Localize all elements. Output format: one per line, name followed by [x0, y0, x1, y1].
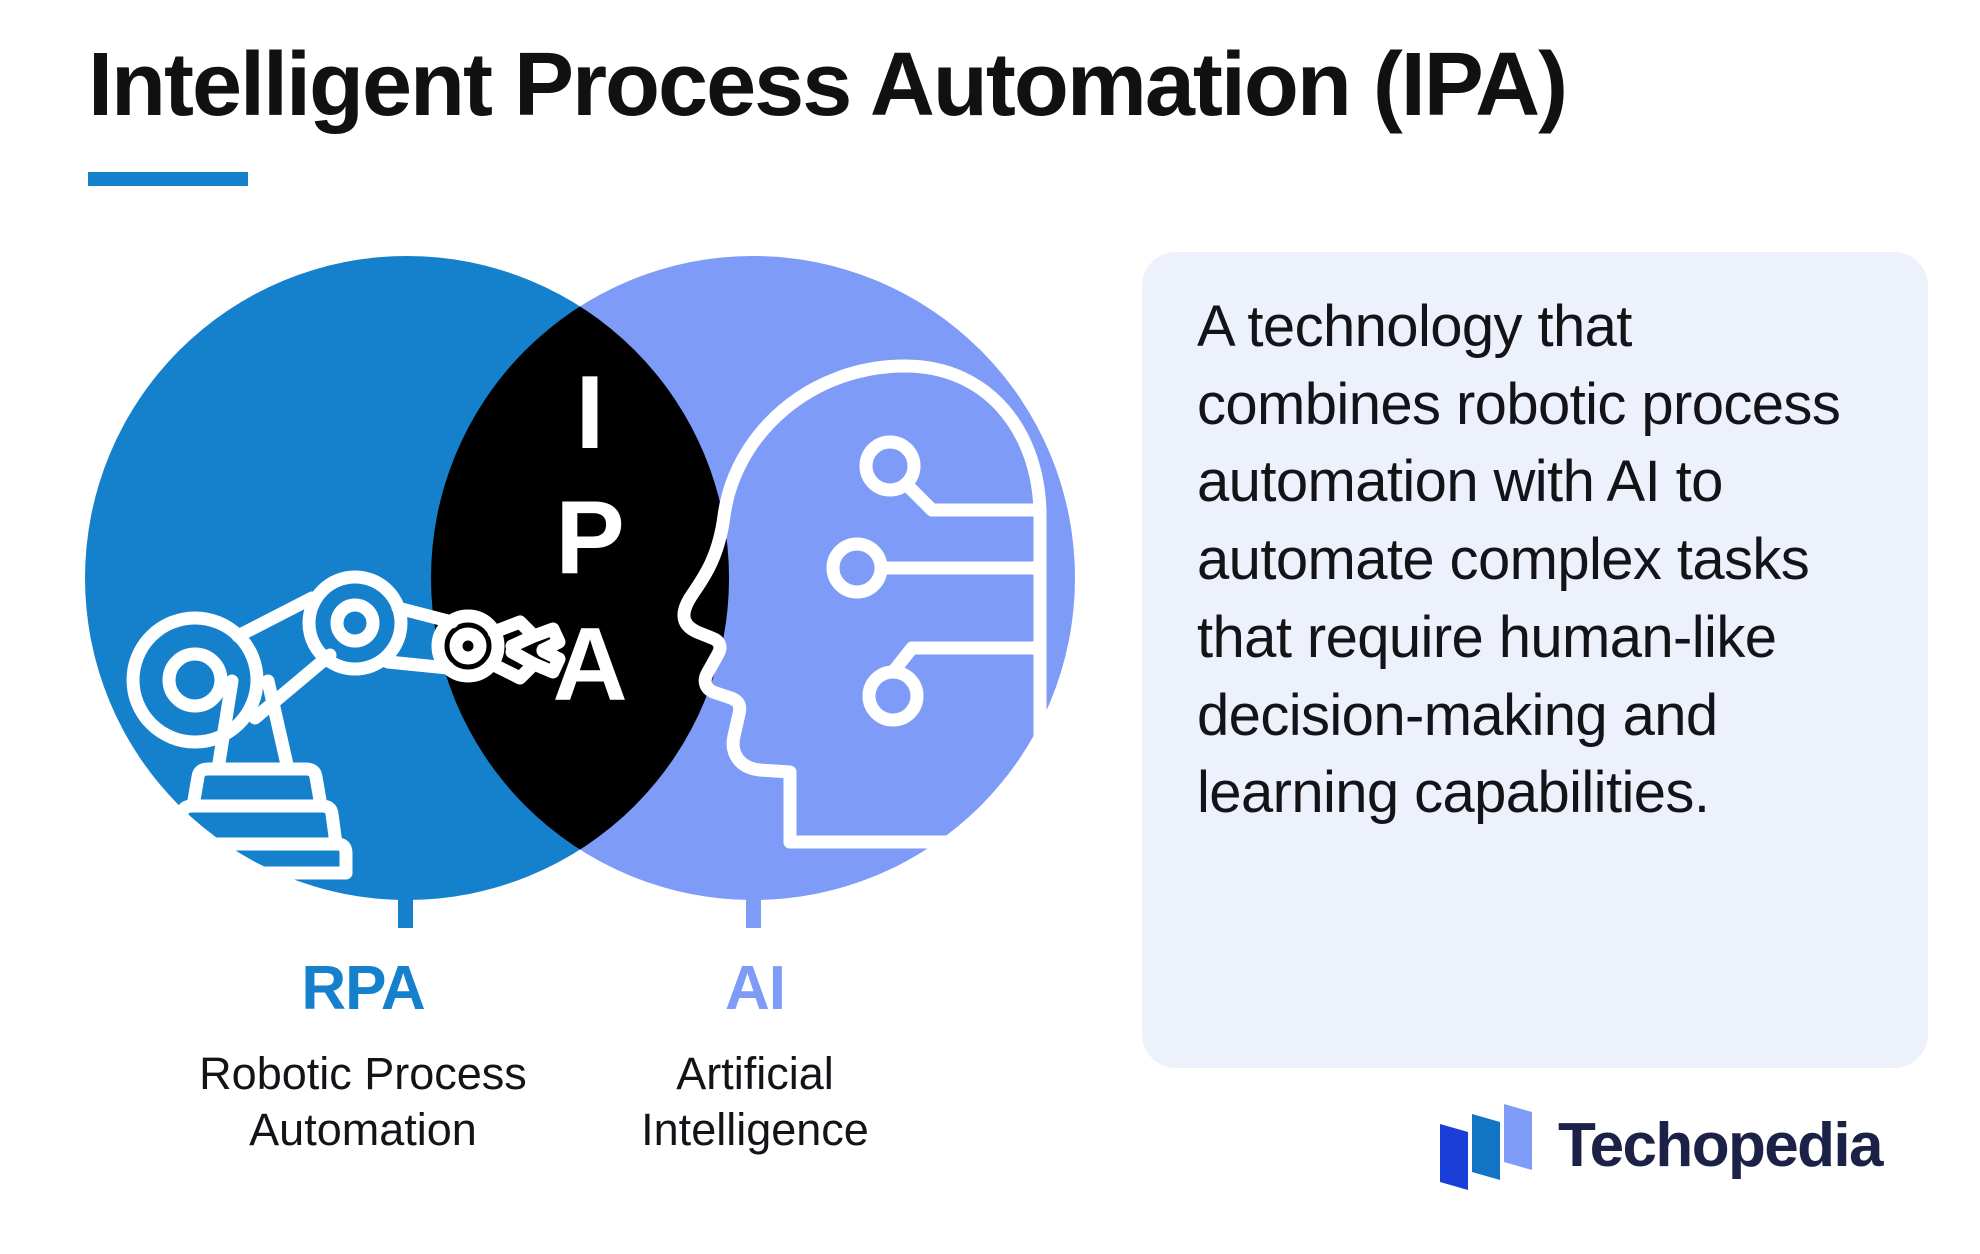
logo-shape-mid [1472, 1114, 1500, 1180]
legend-abbr-rpa: RPA [301, 954, 425, 1023]
legend-desc-rpa: Robotic Process Automation [148, 1046, 578, 1159]
techopedia-logo: Techopedia [1432, 1098, 1884, 1194]
venn-intersection-lens [431, 256, 729, 900]
legend-desc-rpa-line2: Automation [249, 1104, 477, 1156]
page-title-container: Intelligent Process Automation (IPA) [88, 35, 1568, 135]
legend-desc-ai-line1: Artificial [676, 1048, 834, 1099]
description-text: A technology that combines robotic proce… [1197, 294, 1841, 826]
robot-arm-icon [126, 570, 566, 880]
title-accent-rule [88, 172, 248, 186]
page-title: Intelligent Process Automation (IPA) [88, 35, 1568, 135]
legend-desc-ai: Artificial Intelligence [560, 1046, 950, 1159]
legend-item-rpa: RPA Robotic Process Automation [148, 958, 578, 1159]
venn-legend: RPA Robotic Process Automation AI Artifi… [0, 958, 1120, 1208]
legend-item-ai: AI Artificial Intelligence [560, 958, 950, 1159]
description-card: A technology that combines robotic proce… [1142, 252, 1928, 1068]
techopedia-logo-mark [1440, 1104, 1532, 1190]
logo-shape-light [1504, 1104, 1532, 1170]
logo-shape-dark [1440, 1124, 1468, 1190]
intersection-letter-i: I [576, 355, 605, 471]
techopedia-wordmark: Techopedia [1558, 1111, 1884, 1180]
intersection-letter-a: A [552, 607, 627, 723]
legend-desc-rpa-line1: Robotic Process [199, 1048, 527, 1099]
venn-diagram: I P A [0, 248, 1120, 928]
intersection-letter-p: P [555, 480, 624, 596]
ai-head-circuit-icon [677, 359, 1047, 849]
legend-desc-ai-line2: Intelligence [641, 1104, 869, 1156]
legend-abbr-ai: AI [725, 954, 786, 1023]
